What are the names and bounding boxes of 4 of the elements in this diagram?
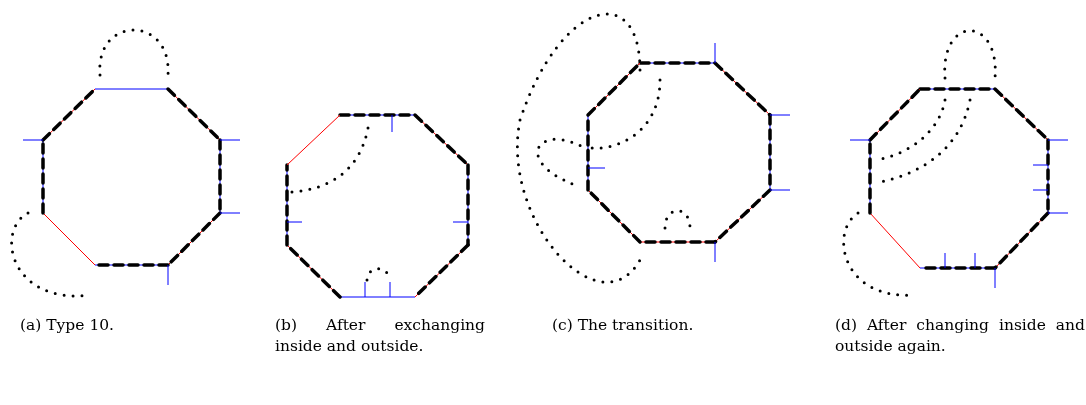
figure-caption: (c) The transition. [552,315,695,336]
figure-caption: (b) After exchanging inside and outside. [275,315,485,357]
figure-caption: (d) After changing inside and outside again. [835,315,1085,357]
figure-caption: (a) Type 10. [20,315,116,336]
